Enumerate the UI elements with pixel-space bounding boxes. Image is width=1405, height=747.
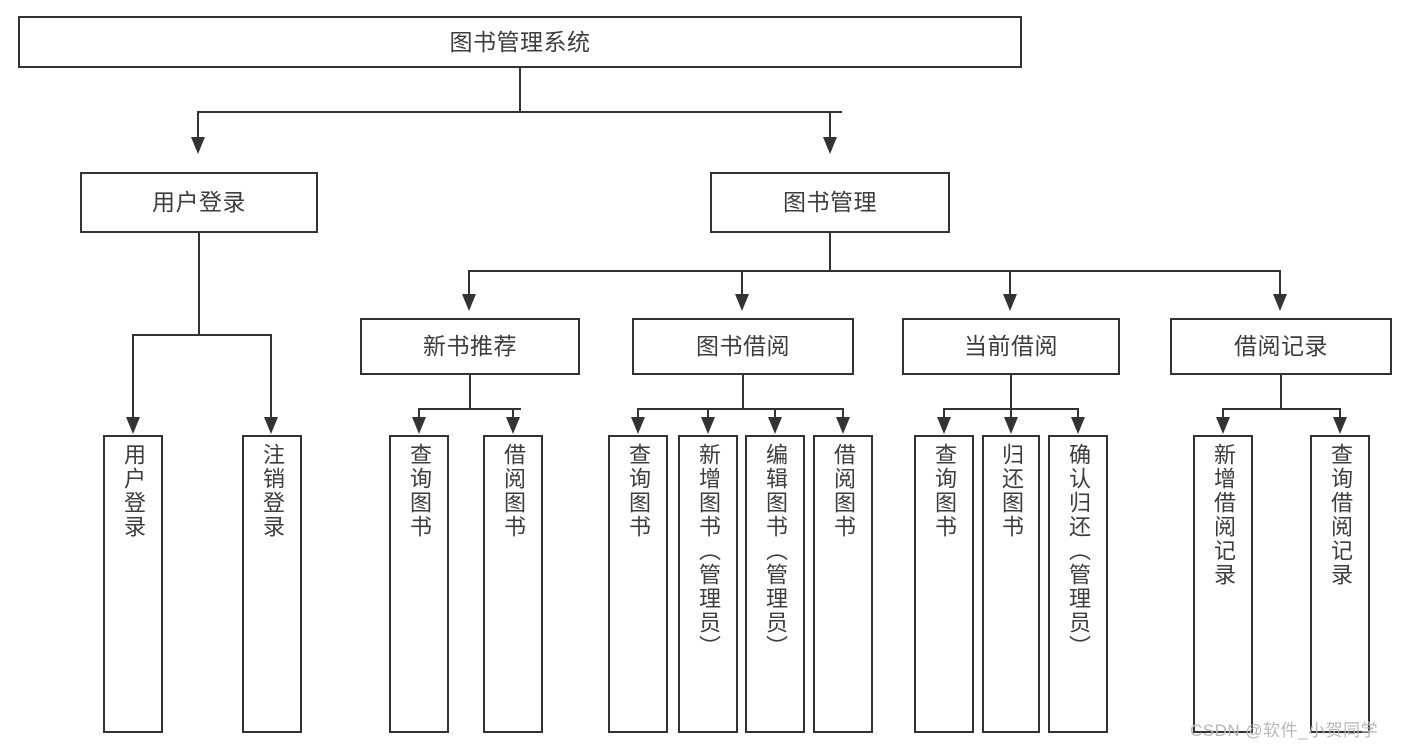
leaf-label: 查询借阅记录	[1328, 443, 1353, 587]
connector-current-drop-3	[1077, 408, 1079, 418]
node-label: 图书管理	[783, 189, 877, 216]
connector-bookmgmt-drop-2	[741, 270, 743, 294]
connector-login-drop-1	[132, 334, 134, 417]
leaf-label: 查询图书	[626, 443, 651, 539]
connector-bookmgmt-drop-3	[1009, 270, 1011, 294]
leaf-label: 归还图书	[999, 443, 1024, 539]
connector-record-drop-1	[1222, 408, 1224, 418]
connector-borrow-drop-4	[842, 408, 844, 418]
arrow-bookmgmt-to-新书推荐	[462, 294, 476, 311]
connector-login-bus	[132, 334, 272, 336]
node-label: 图书管理系统	[449, 28, 591, 55]
node-当前借阅[interactable]: 当前借阅	[902, 318, 1120, 375]
leaf-label: 编辑图书（管理员）	[763, 443, 788, 659]
arrow-borrow-to-编辑图书	[768, 417, 782, 434]
connector-bookmgmt-stem	[829, 233, 831, 271]
leaf-label: 注销登录	[260, 443, 285, 539]
connector-bookmgmt-drop-4	[1279, 270, 1281, 294]
node-label: 借阅记录	[1234, 333, 1328, 360]
leaf-label: 借阅图书	[831, 443, 856, 539]
leaf-确认归还-管理员[interactable]: 确认归还（管理员）	[1048, 435, 1108, 733]
connector-record-stem	[1280, 375, 1282, 409]
leaf-label: 用户登录	[121, 443, 146, 539]
leaf-查询图书-新书推荐[interactable]: 查询图书	[389, 435, 449, 733]
node-label: 用户登录	[152, 189, 246, 216]
node-新书推荐[interactable]: 新书推荐	[360, 318, 580, 375]
connector-current-stem	[1010, 375, 1012, 409]
node-label: 当前借阅	[964, 333, 1058, 360]
arrow-bookmgmt-to-当前借阅	[1003, 294, 1017, 311]
node-图书借阅[interactable]: 图书借阅	[632, 318, 854, 375]
connector-borrow-drop-2	[707, 408, 709, 418]
leaf-新增借阅记录[interactable]: 新增借阅记录	[1193, 435, 1253, 733]
connector-newbook-bus	[418, 408, 521, 410]
leaf-编辑图书-管理员[interactable]: 编辑图书（管理员）	[745, 435, 805, 733]
arrow-current-to-归还图书	[1004, 417, 1018, 434]
connector-borrow-drop-3	[774, 408, 776, 418]
connector-newbook-stem	[469, 375, 471, 409]
connector-root-to-login-drop	[197, 111, 199, 137]
arrow-borrow-to-借阅图书	[836, 417, 850, 434]
connector-login-stem	[198, 233, 200, 335]
arrow-record-to-新增借阅记录	[1216, 417, 1230, 434]
leaf-label: 新增图书（管理员）	[696, 443, 721, 659]
arrow-borrow-to-新增图书	[701, 417, 715, 434]
connector-bookmgmt-bus	[468, 270, 1280, 272]
arrow-root-to-login	[191, 137, 205, 154]
node-label: 图书借阅	[696, 333, 790, 360]
arrow-record-to-查询借阅记录	[1333, 417, 1347, 434]
leaf-借阅图书-图书借阅[interactable]: 借阅图书	[813, 435, 873, 733]
arrow-root-to-bookmgmt	[823, 137, 837, 154]
node-root-图书管理系统[interactable]: 图书管理系统	[18, 16, 1022, 68]
connector-newbook-drop-1	[418, 408, 420, 418]
connector-root-stem	[519, 68, 521, 112]
node-图书管理[interactable]: 图书管理	[710, 172, 950, 233]
arrow-newbook-to-借阅图书	[506, 417, 520, 434]
arrow-current-to-确认归还	[1071, 417, 1085, 434]
arrow-borrow-to-查询图书	[631, 417, 645, 434]
leaf-借阅图书-新书推荐[interactable]: 借阅图书	[483, 435, 543, 733]
arrow-login-to-用户登录	[126, 417, 140, 434]
leaf-用户登录[interactable]: 用户登录	[103, 435, 163, 733]
leaf-label: 确认归还（管理员）	[1066, 443, 1091, 659]
connector-login-drop-2	[270, 334, 272, 417]
connector-bookmgmt-drop-1	[468, 270, 470, 294]
csdn-watermark: CSDN @软件_小贺同学	[1190, 721, 1379, 740]
arrow-bookmgmt-to-图书借阅	[735, 294, 749, 311]
leaf-注销登录[interactable]: 注销登录	[242, 435, 302, 733]
connector-current-drop-2	[1010, 408, 1012, 418]
node-借阅记录[interactable]: 借阅记录	[1170, 318, 1392, 375]
connector-borrow-bus	[637, 408, 844, 410]
arrow-newbook-to-查询图书	[412, 417, 426, 434]
connector-root-to-bookmgmt-drop	[829, 111, 831, 137]
leaf-label: 新增借阅记录	[1211, 443, 1236, 587]
arrow-current-to-查询图书	[937, 417, 951, 434]
connector-borrow-drop-1	[637, 408, 639, 418]
connector-borrow-stem	[742, 375, 744, 409]
arrow-bookmgmt-to-借阅记录	[1273, 294, 1287, 311]
node-label: 新书推荐	[423, 333, 517, 360]
connector-newbook-drop-2	[512, 408, 514, 418]
leaf-label: 查询图书	[932, 443, 957, 539]
leaf-label: 借阅图书	[501, 443, 526, 539]
leaf-label: 查询图书	[407, 443, 432, 539]
leaf-新增图书-管理员[interactable]: 新增图书（管理员）	[678, 435, 738, 733]
connector-current-drop-1	[943, 408, 945, 418]
leaf-查询图书-当前借阅[interactable]: 查询图书	[914, 435, 974, 733]
arrow-login-to-注销登录	[264, 417, 278, 434]
leaf-查询借阅记录[interactable]: 查询借阅记录	[1310, 435, 1370, 733]
connector-record-bus	[1222, 408, 1341, 410]
connector-root-bus	[198, 111, 842, 113]
node-用户登录[interactable]: 用户登录	[80, 172, 318, 233]
leaf-查询图书-图书借阅[interactable]: 查询图书	[608, 435, 668, 733]
connector-record-drop-2	[1339, 408, 1341, 418]
leaf-归还图书[interactable]: 归还图书	[982, 435, 1040, 733]
